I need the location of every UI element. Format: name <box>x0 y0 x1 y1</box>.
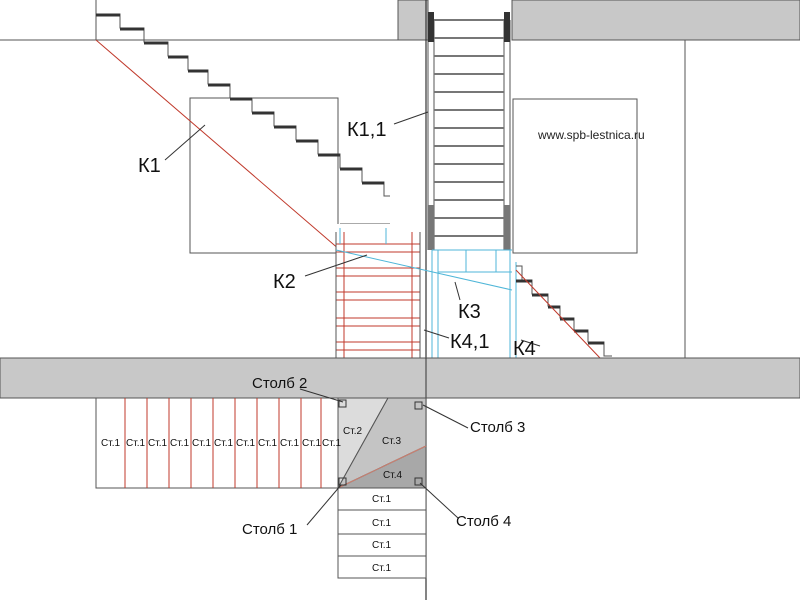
label-post1: Столб 1 <box>242 521 297 538</box>
post-1-marker <box>338 477 347 486</box>
step-labels: Ст.1 Ст.1 Ст.1 Ст.1 Ст.1 Ст.1 Ст.1 Ст.1 … <box>101 426 402 574</box>
plan-lower-run <box>337 487 427 579</box>
label-k3: К3 <box>458 301 481 323</box>
step-label-st2: Ст.2 <box>343 426 362 437</box>
post-2-marker <box>338 399 347 408</box>
step-label: Ст.1 <box>192 438 211 449</box>
step-label: Ст.1 <box>302 438 321 449</box>
label-k4: К4 <box>513 338 536 360</box>
step-label: Ст.1 <box>170 438 189 449</box>
step-label: Ст.1 <box>148 438 167 449</box>
plan-view <box>95 397 427 579</box>
flight-k11 <box>427 12 511 250</box>
flight-k3 <box>431 249 517 358</box>
top-left-wall <box>0 0 420 42</box>
top-slab-left <box>397 0 429 41</box>
step-label-st4: Ст.4 <box>383 470 402 481</box>
post-3-marker <box>414 401 423 410</box>
label-post2: Столб 2 <box>252 375 307 392</box>
top-slab-right <box>511 0 800 41</box>
plan-straight-run <box>95 397 339 489</box>
window-left <box>189 97 339 254</box>
step-label: Ст.1 <box>372 494 391 505</box>
k4-stringer <box>515 269 601 359</box>
step-label: Ст.1 <box>372 518 391 529</box>
floor-slab <box>0 357 800 399</box>
post-4-marker <box>414 477 423 486</box>
label-k11: К1,1 <box>347 119 386 141</box>
label-k41: К4,1 <box>450 331 489 353</box>
watermark-text: www.spb-lestnica.ru <box>537 128 645 142</box>
step-label: Ст.1 <box>101 438 120 449</box>
label-post3: Столб 3 <box>470 419 525 436</box>
step-label: Ст.1 <box>214 438 233 449</box>
step-label: Ст.1 <box>280 438 299 449</box>
step-label-st3: Ст.3 <box>382 436 401 447</box>
cyan-diagonal <box>335 249 513 291</box>
step-label: Ст.1 <box>372 540 391 551</box>
plan-tread-lines <box>124 398 322 488</box>
label-post4: Столб 4 <box>456 513 511 530</box>
step-label: Ст.1 <box>236 438 255 449</box>
step-label: Ст.1 <box>258 438 277 449</box>
k1-stringer <box>95 39 341 251</box>
label-k2: К2 <box>273 271 296 293</box>
flight-k4 <box>515 265 612 359</box>
label-k1: К1 <box>138 155 161 177</box>
flight-k1 <box>95 13 390 251</box>
window-right <box>512 98 638 254</box>
step-label: Ст.1 <box>126 438 145 449</box>
k1-tread-edges <box>96 13 384 185</box>
step-label: Ст.1 <box>372 563 391 574</box>
leader-lines <box>164 111 541 526</box>
step-label: Ст.1 <box>322 438 341 449</box>
flight-k2 <box>335 224 513 358</box>
k2-treads <box>336 243 420 351</box>
k11-treads <box>434 19 504 237</box>
